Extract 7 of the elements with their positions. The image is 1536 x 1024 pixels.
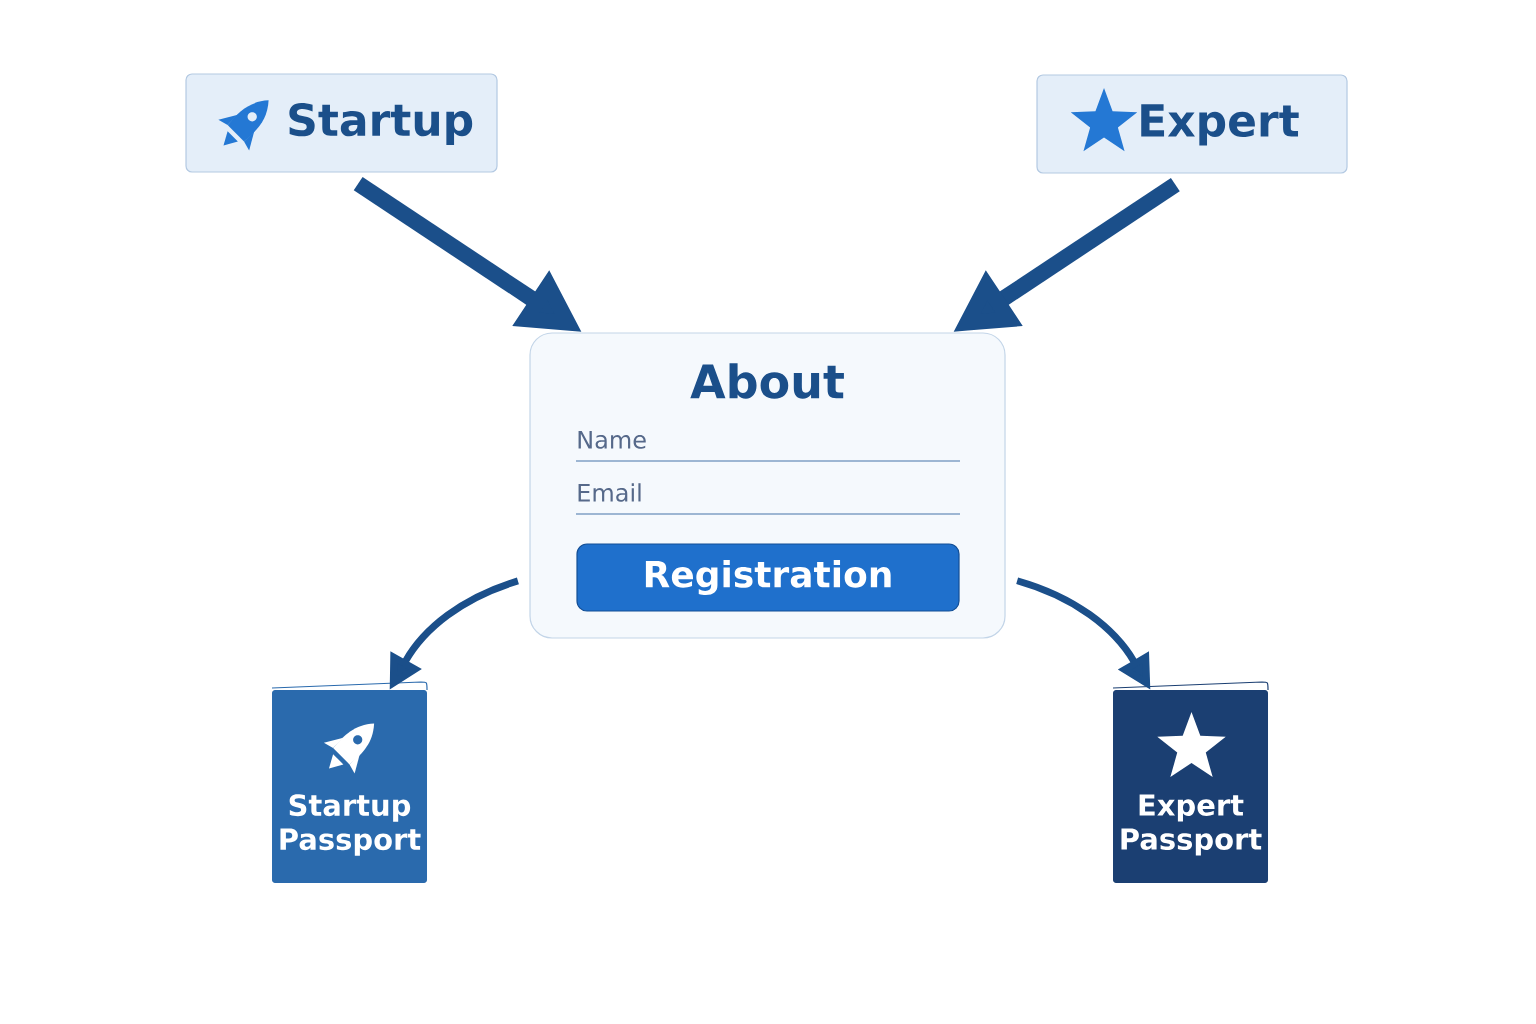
passport-book: Startup Passport xyxy=(271,681,428,883)
input-field: Name xyxy=(575,430,961,462)
passport-book: Expert Passport xyxy=(1112,681,1269,883)
role-box: Expert xyxy=(1036,74,1348,174)
input-field: Email xyxy=(575,483,961,515)
role-box: Startup xyxy=(185,73,498,173)
registration-button: Registration xyxy=(576,543,960,612)
